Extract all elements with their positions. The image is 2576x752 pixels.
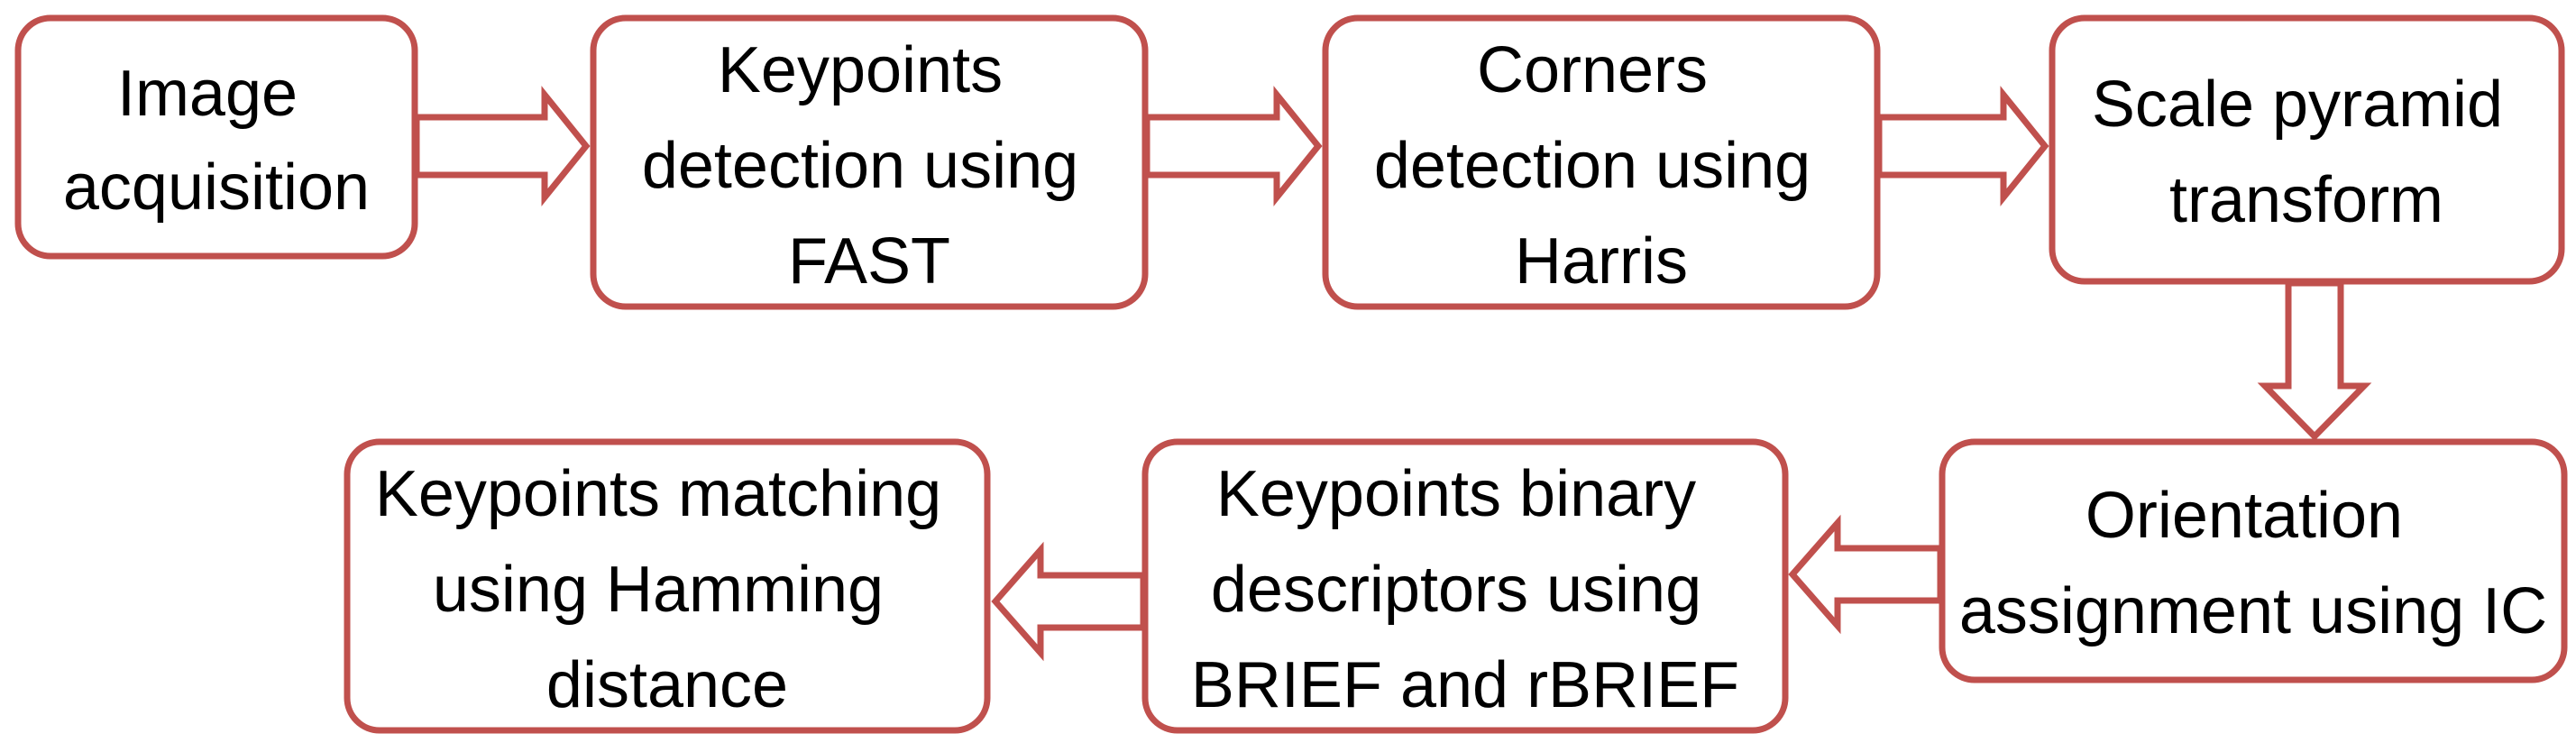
arrow-image-to-keypoints-detection xyxy=(413,86,591,206)
node-keypoints-matching-box xyxy=(344,438,991,734)
node-scale-pyramid-box xyxy=(2049,14,2565,285)
arrow-corners-to-scale-pyramid xyxy=(1875,86,2049,206)
node-corners-detection-label: Corners detection using Harris xyxy=(1374,34,1829,298)
arrow-scale-pyramid-to-orientation xyxy=(2257,280,2372,441)
arrow-keypoints-to-corners-detection xyxy=(1143,86,1323,206)
node-image-acquisition-label: Image acquisition xyxy=(63,58,370,224)
node-binary-descriptors-label: Keypoints binary descriptors using BRIEF… xyxy=(1191,458,1739,721)
node-scale-pyramid-label: Scale pyramid transform xyxy=(2092,69,2521,236)
arrow-descriptors-to-matching xyxy=(991,541,1147,662)
node-orientation-assignment-label: Orientation assignment using IC xyxy=(1959,480,2547,647)
node-keypoints-matching-label: Keypoints matching using Hamming distanc… xyxy=(375,458,959,721)
arrow-orientation-to-descriptors xyxy=(1788,514,1944,635)
node-keypoints-detection-label: Keypoints detection using FAST xyxy=(642,34,1096,298)
